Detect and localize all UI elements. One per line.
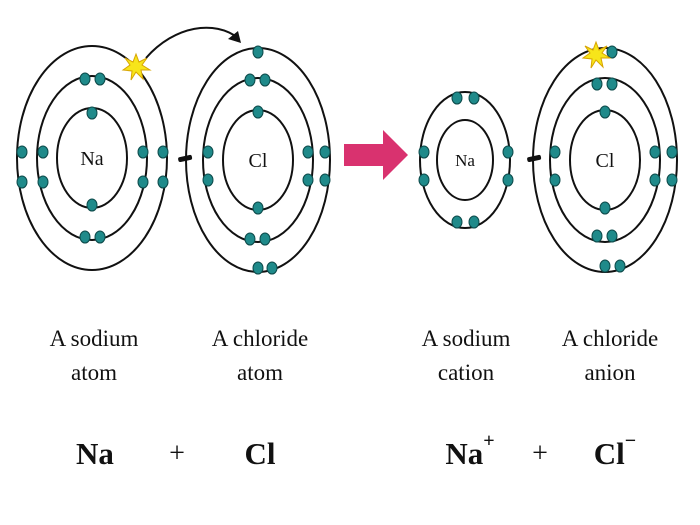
electron xyxy=(86,106,98,120)
caption-chlorine-atom-line2: atom xyxy=(237,360,283,385)
electron xyxy=(319,145,331,159)
bond-dash-right xyxy=(527,154,542,163)
electron xyxy=(606,229,618,243)
caption-sodium-atom-line2: atom xyxy=(71,360,117,385)
equation-right-na-symbol: Na xyxy=(445,436,484,471)
electron xyxy=(37,145,49,159)
chlorine-atom-electrons xyxy=(202,45,331,275)
electron xyxy=(244,232,256,246)
electron xyxy=(319,173,331,187)
electron xyxy=(252,261,264,275)
caption-sodium-cation: A sodium cation xyxy=(386,322,546,390)
sodium-middle-shell xyxy=(36,75,148,241)
electron xyxy=(649,173,661,187)
electron xyxy=(302,145,314,159)
electron xyxy=(259,73,271,87)
equation-left-plus: + xyxy=(169,438,185,469)
chloride-anion-electrons xyxy=(549,45,678,273)
caption-sodium-atom-line1: A sodium xyxy=(49,326,139,351)
sodium-cation-symbol: Na xyxy=(455,151,475,170)
sodium-cation-outer-shell xyxy=(419,91,511,229)
electron xyxy=(468,91,480,105)
electron xyxy=(591,229,603,243)
electron xyxy=(252,105,264,119)
caption-sodium-cation-line1: A sodium xyxy=(421,326,511,351)
caption-chloride-anion-line2: anion xyxy=(584,360,636,385)
electron xyxy=(137,145,149,159)
electron xyxy=(37,175,49,189)
chlorine-atom-symbol: Cl xyxy=(249,150,268,172)
sodium-cation: Na xyxy=(418,91,514,229)
caption-sodium-atom: A sodium atom xyxy=(14,322,174,390)
caption-sodium-cation-line2: cation xyxy=(437,360,495,385)
electron xyxy=(418,145,430,159)
electron xyxy=(468,215,480,229)
transferred-electron-star xyxy=(121,52,152,81)
electron xyxy=(599,259,611,273)
electron xyxy=(94,230,106,244)
equation-right-cl: Cl− xyxy=(575,430,655,472)
electron xyxy=(79,72,91,86)
electron xyxy=(614,259,626,273)
sodium-cation-electrons xyxy=(418,91,514,229)
electron-transfer-arrow xyxy=(145,26,239,59)
equation-right-plus: + xyxy=(532,438,548,469)
chloride-anion-middle-shell xyxy=(549,77,661,243)
electron xyxy=(259,232,271,246)
gained-electron-star xyxy=(581,40,612,69)
electron-transfer-arrowhead xyxy=(228,31,241,43)
sodium-outer-shell xyxy=(16,45,168,271)
electron xyxy=(202,173,214,187)
equation-left-na: Na xyxy=(76,436,114,471)
electron xyxy=(79,230,91,244)
chlorine-atom: Cl xyxy=(185,45,331,275)
chloride-anion-symbol: Cl xyxy=(596,150,615,172)
electron xyxy=(649,145,661,159)
electron xyxy=(94,72,106,86)
electron xyxy=(157,175,169,189)
electron xyxy=(418,173,430,187)
equation-right-cl-symbol: Cl xyxy=(593,436,625,471)
electron xyxy=(666,173,678,187)
chlorine-middle-shell xyxy=(202,77,314,243)
caption-chlorine-atom: A chloride atom xyxy=(180,322,340,390)
electron xyxy=(606,77,618,91)
electron xyxy=(302,173,314,187)
electron xyxy=(244,73,256,87)
electron xyxy=(666,145,678,159)
sodium-atom-symbol: Na xyxy=(80,148,103,170)
electron xyxy=(86,198,98,212)
electron xyxy=(451,215,463,229)
electron xyxy=(16,175,28,189)
sodium-atom-electrons xyxy=(16,72,169,244)
electron xyxy=(599,105,611,119)
equation-right-na-charge: + xyxy=(483,430,495,452)
caption-chloride-anion-line1: A chloride xyxy=(561,326,659,351)
electron xyxy=(451,91,463,105)
electron xyxy=(252,201,264,215)
sodium-atom: Na xyxy=(16,45,169,271)
equation-right-na: Na+ xyxy=(430,430,510,472)
caption-chlorine-atom-line1: A chloride xyxy=(211,326,309,351)
electron xyxy=(157,145,169,159)
electron xyxy=(591,77,603,91)
electron xyxy=(252,45,264,59)
electron xyxy=(202,145,214,159)
equation-right-cl-charge: − xyxy=(624,430,637,452)
electron xyxy=(502,145,514,159)
electron xyxy=(16,145,28,159)
chloride-anion: Cl xyxy=(532,40,678,273)
equation-left-cl: Cl xyxy=(244,436,276,471)
electron xyxy=(606,45,618,59)
electron xyxy=(549,145,561,159)
sodium-cation-inner-shell xyxy=(436,119,494,201)
electron xyxy=(502,173,514,187)
electron xyxy=(266,261,278,275)
electron xyxy=(137,175,149,189)
caption-chloride-anion: A chloride anion xyxy=(530,322,690,390)
reaction-arrow xyxy=(344,130,408,180)
electron xyxy=(599,201,611,215)
electron xyxy=(549,173,561,187)
